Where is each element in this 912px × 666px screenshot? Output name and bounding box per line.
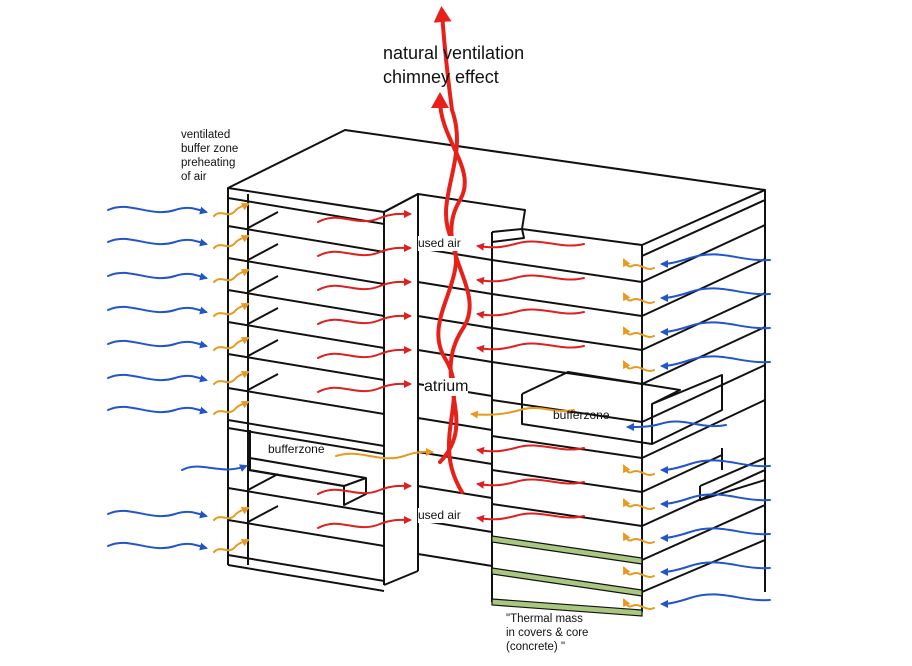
title-line-1: natural ventilation xyxy=(383,43,525,63)
building-outline xyxy=(227,129,766,613)
outside-air-arrow xyxy=(626,420,727,431)
thermal-mass-bands xyxy=(491,535,643,617)
used-air-label-bottom: used air xyxy=(418,508,461,523)
preheated-air-arrow xyxy=(623,360,655,372)
outside-air-arrow xyxy=(660,459,771,474)
preheated-air-arrow xyxy=(623,292,655,304)
outside-air-arrow xyxy=(660,593,771,608)
outside-air-arrow xyxy=(660,561,771,576)
outside-air-arrow xyxy=(660,527,771,542)
preheated-air-arrow xyxy=(623,326,655,338)
buffer-zone-note: ventilated buffer zone preheating of air xyxy=(181,129,239,183)
used-air-arrow xyxy=(317,379,412,393)
outside-air-arrow xyxy=(107,271,208,281)
used-air-arrow xyxy=(317,243,412,257)
used-air-arrow xyxy=(476,478,585,489)
title-line-2: chimney effect xyxy=(383,67,499,87)
outside-air-arrow xyxy=(107,339,208,349)
preheated-air-arrow xyxy=(623,598,655,610)
preheated-air-arrow xyxy=(213,371,250,385)
used-air-arrow xyxy=(317,209,412,223)
outside-air-arrow xyxy=(107,405,208,415)
right-bufferzone-box xyxy=(521,371,723,445)
preheated-air-arrow xyxy=(623,498,655,510)
outside-air-arrow xyxy=(107,305,208,315)
outside-air-arrow xyxy=(107,205,208,215)
preheated-air-arrow xyxy=(213,539,250,553)
chimney-arrow xyxy=(431,92,472,464)
thermal-mass-band xyxy=(491,598,643,617)
used-air-arrow xyxy=(317,345,412,359)
right-floor-slabs xyxy=(491,224,766,613)
preheated-air-arrow xyxy=(213,401,250,415)
outside-air-arrow xyxy=(107,541,208,551)
used-air-arrow xyxy=(317,277,412,291)
outside-air-arrow xyxy=(660,253,771,268)
outside-air-arrow xyxy=(660,355,771,370)
preheated-air-arrow xyxy=(623,258,655,270)
outside-air-arrow xyxy=(660,493,771,508)
used-air-arrows xyxy=(317,209,585,529)
preheated-air-arrow xyxy=(213,337,250,351)
used-air-arrow xyxy=(476,444,585,455)
used-air-arrow xyxy=(317,515,412,529)
preheated-air-arrow xyxy=(213,269,250,283)
used-air-arrow xyxy=(317,481,412,495)
preheated-air-arrow xyxy=(213,507,250,521)
thermal-mass-band xyxy=(491,535,643,565)
outside-air-arrow xyxy=(660,287,771,302)
bufferzone-label-right: bufferzone xyxy=(553,408,610,422)
used-air-arrow xyxy=(476,342,585,353)
used-air-arrow xyxy=(476,308,585,319)
preheated-air-arrow xyxy=(213,203,250,217)
preheated-air-arrow xyxy=(213,303,250,317)
used-air-arrow xyxy=(476,240,585,251)
roof-slab xyxy=(227,129,766,246)
used-air-arrow xyxy=(476,512,585,523)
preheated-air-arrow xyxy=(213,235,250,249)
thermal-mass-note: "Thermal mass in covers & core (concrete… xyxy=(506,613,589,653)
outside-air-arrows-left xyxy=(107,205,248,551)
preheated-air-arrow xyxy=(623,532,655,544)
preheated-air-arrow xyxy=(335,447,434,460)
preheated-air-arrows xyxy=(213,203,655,610)
used-air-label-top: used air xyxy=(418,236,461,251)
used-air-arrow xyxy=(476,274,585,285)
preheated-air-arrow xyxy=(470,407,575,419)
left-floor-slabs xyxy=(227,211,385,592)
preheated-air-arrow xyxy=(623,566,655,578)
outside-air-arrow xyxy=(660,321,771,336)
outside-air-arrow xyxy=(107,509,208,519)
atrium-label: atrium xyxy=(424,378,469,396)
bufferzone-label-left: bufferzone xyxy=(268,442,325,456)
used-air-arrow xyxy=(317,311,412,325)
preheated-air-arrow xyxy=(623,464,655,476)
outside-air-arrow xyxy=(181,464,248,472)
outside-air-arrows-right xyxy=(626,253,771,608)
outside-air-arrow xyxy=(107,373,208,383)
thermal-mass-band xyxy=(491,567,643,597)
outside-air-arrow xyxy=(107,237,208,247)
